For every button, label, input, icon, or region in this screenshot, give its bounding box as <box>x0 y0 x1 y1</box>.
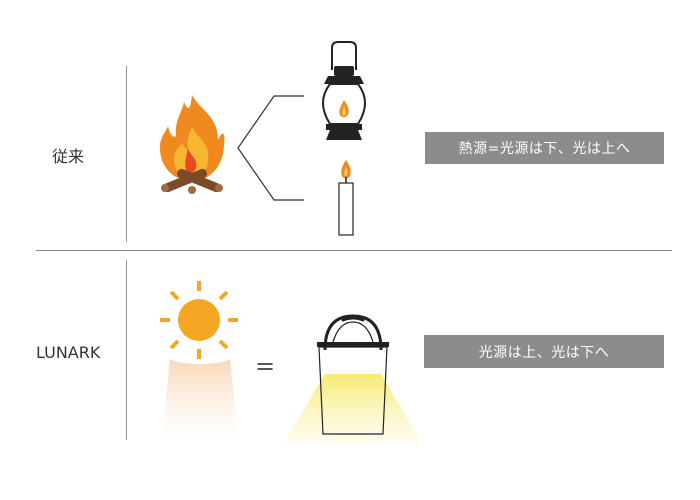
lunark-lamp-icon <box>285 314 421 442</box>
row-label-lunark: LUNARK <box>36 343 101 362</box>
caption-lunark: 光源は上、光は下へ <box>424 335 664 368</box>
row-label-conventional: 従来 <box>52 147 85 166</box>
equals-sign: = <box>255 352 276 380</box>
campfire-icon <box>160 95 225 194</box>
lantern-icon <box>322 41 366 140</box>
sun-icon <box>160 281 238 440</box>
candle-icon <box>338 160 354 236</box>
bracket-lines <box>237 95 304 201</box>
caption-conventional: 熱源=光源は下、光は上へ <box>425 132 664 164</box>
vertical-divider-bottom <box>126 260 127 440</box>
vertical-divider-top <box>126 66 127 242</box>
horizontal-divider <box>36 250 672 251</box>
